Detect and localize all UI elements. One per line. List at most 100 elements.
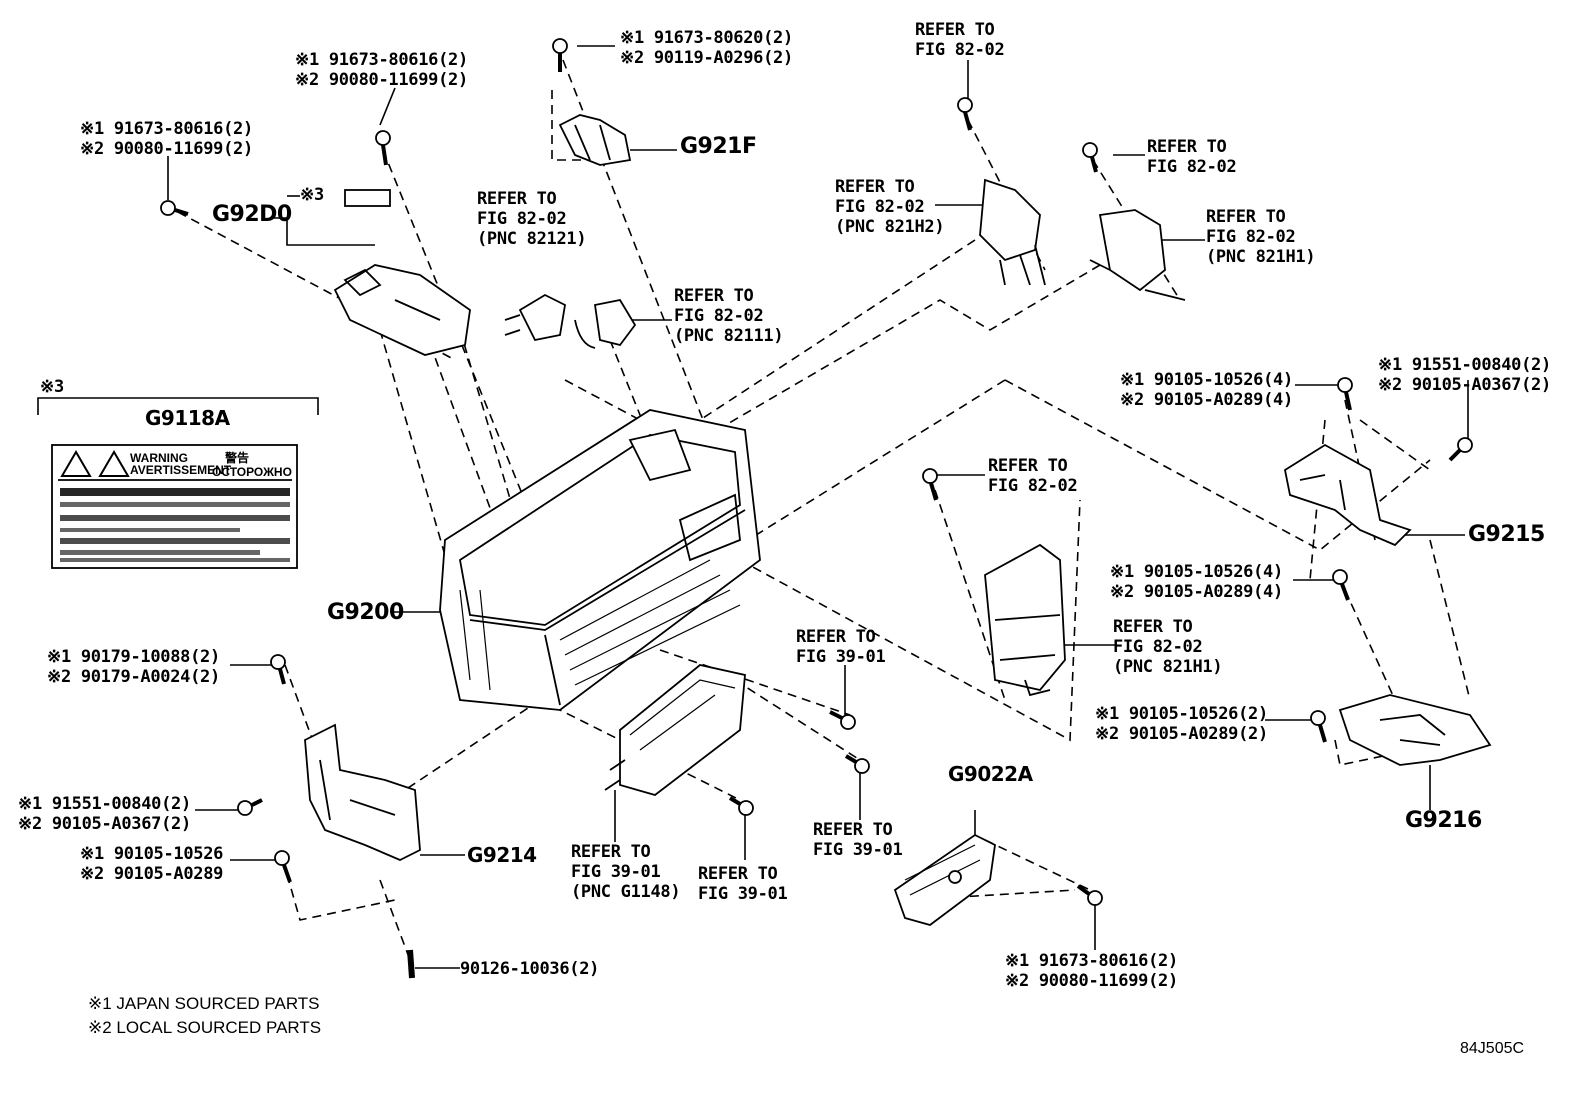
bracket-g9214: [304, 723, 421, 861]
bolt: [237, 798, 263, 816]
refer-line: REFER TO: [477, 189, 557, 209]
bolt: [1448, 437, 1473, 462]
label-box-marker: ※3: [40, 377, 64, 397]
dash-line: [739, 379, 1006, 546]
fastener-code-japan: ※1 91673-80620(2): [620, 28, 793, 48]
bolt: [957, 97, 973, 131]
fastener-top-center: ※1 91673-80620(2) ※2 90119-A0296(2): [620, 28, 793, 68]
dash-line: [1004, 379, 1431, 551]
part-g9215: G9215: [1468, 522, 1545, 547]
fastener-code-japan: ※1 91673-80616(2): [295, 50, 468, 70]
refer-line: REFER TO: [813, 820, 893, 840]
fastener-bottom-right: ※1 91673-80616(2) ※2 90080-11699(2): [1005, 951, 1178, 991]
legend: ※1 JAPAN SOURCED PARTS ※2 LOCAL SOURCED …: [88, 992, 321, 1040]
dash-line: [659, 649, 851, 716]
refer-line: FIG 82-02: [915, 40, 1005, 60]
part-g9214: G9214: [467, 843, 537, 867]
refer-fig39-c: REFER TO FIG 39-01: [698, 864, 788, 904]
dash-line: [284, 664, 321, 761]
refer-line: (PNC G1148): [571, 882, 681, 902]
connector-82121: [518, 293, 566, 342]
part-g921f: G921F: [680, 134, 757, 159]
fastener-top-left-b: ※1 91673-80616(2) ※2 90080-11699(2): [80, 119, 253, 159]
refer-right-top: REFER TO FIG 82-02: [1147, 137, 1237, 177]
warning-label-graphic: [51, 444, 298, 569]
refer-line: REFER TO: [988, 456, 1068, 476]
warning-fr: AVERTISSEMENT: [130, 463, 232, 477]
refer-mid-fig: REFER TO FIG 82-02: [988, 456, 1078, 496]
refer-line: REFER TO: [1147, 137, 1227, 157]
refer-line: FIG 39-01: [813, 840, 903, 860]
bolt: [375, 130, 391, 166]
refer-line: FIG 82-02: [835, 197, 925, 217]
bolt: [274, 850, 292, 883]
refer-line: FIG 82-02: [674, 306, 764, 326]
bolt: [270, 654, 286, 685]
refer-line: REFER TO: [1113, 617, 1193, 637]
fastener-code-japan: ※1 91551-00840(2): [18, 794, 191, 814]
refer-line: (PNC 82121): [477, 229, 587, 249]
dash-line: [551, 90, 625, 161]
fastener-right-upper-a: ※1 90105-10526(4) ※2 90105-A0289(4): [1120, 370, 1293, 410]
warning-jp: 警告: [225, 451, 250, 465]
label-pad: [344, 189, 391, 207]
fastener-code-local: ※2 90080-11699(2): [80, 139, 253, 159]
part-g9200: G9200: [327, 600, 404, 625]
fastener-code-local: ※2 90105-A0289(4): [1110, 582, 1283, 602]
refer-line: FIG 82-02: [1147, 157, 1237, 177]
unit-g9022a: [893, 833, 996, 926]
bolt: [922, 468, 938, 501]
dash-line: [379, 329, 456, 591]
fastener-code-local: ※2 90105-A0367(2): [1378, 375, 1551, 395]
refer-fig39-b: REFER TO FIG 39-01: [813, 820, 903, 860]
fastener-code-local: ※2 90179-A0024(2): [47, 667, 220, 687]
fastener-right-mid: ※1 90105-10526(4) ※2 90105-A0289(4): [1110, 562, 1283, 602]
bolt: [1082, 142, 1098, 173]
fastener-code-japan: ※1 91551-00840(2): [1378, 355, 1551, 375]
refer-line: (PNC 821H2): [835, 217, 945, 237]
refer-line: FIG 39-01: [698, 884, 788, 904]
fastener-code-local: ※2 90105-A0289: [80, 864, 224, 884]
diagram-code: 84J505C: [1460, 1040, 1525, 1057]
part-g9118a: G9118A: [145, 406, 230, 430]
fastener-code-japan: ※1 90105-10526(4): [1120, 370, 1293, 390]
fastener-code-japan: ※1 91673-80616(2): [1005, 951, 1178, 971]
fastener-right-upper-b: ※1 91551-00840(2) ※2 90105-A0367(2): [1378, 355, 1551, 395]
fastener-code-japan: ※1 91673-80616(2): [80, 119, 253, 139]
refer-pnc-821h1-mid: REFER TO FIG 82-02 (PNC 821H1): [1113, 617, 1223, 677]
fastener-code-local: ※2 90105-A0289(4): [1120, 390, 1293, 410]
refer-line: REFER TO: [571, 842, 651, 862]
refer-pnc-82121: REFER TO FIG 82-02 (PNC 82121): [477, 189, 587, 249]
dash-line: [609, 339, 651, 441]
bolt: [1337, 377, 1353, 411]
label-bracket: [37, 397, 319, 415]
bracket-g9216: [1338, 694, 1492, 766]
fastener-code-local: ※2 90080-11699(2): [295, 70, 468, 90]
refer-pnc-g1148: REFER TO FIG 39-01 (PNC G1148): [571, 842, 681, 902]
bolt: [160, 200, 189, 216]
refer-line: (PNC 821H1): [1206, 247, 1316, 267]
dash-line: [1359, 419, 1431, 471]
fastener-code-japan: ※1 90179-10088(2): [47, 647, 220, 667]
dash-line: [909, 889, 1076, 901]
dash-line: [739, 499, 1081, 742]
bolt: [1332, 569, 1350, 601]
connector-821h1: [1098, 209, 1166, 292]
refer-line: REFER TO: [698, 864, 778, 884]
stud-part-number: 90126-10036(2): [460, 959, 600, 979]
bolt: [829, 710, 856, 730]
bracket-g9215: [1283, 443, 1412, 547]
label-marker-3: ※3: [300, 185, 324, 205]
fastener-code-local: ※2 90080-11699(2): [1005, 971, 1178, 991]
legend-local: ※2 LOCAL SOURCED PARTS: [88, 1018, 322, 1037]
warning-ru: ОСТОРОЖНО: [212, 465, 292, 479]
dash-line: [389, 699, 541, 801]
refer-line: (PNC 82111): [674, 326, 784, 346]
fastener-left-b: ※1 91551-00840(2) ※2 90105-A0367(2): [18, 794, 191, 834]
fastener-code-japan: ※1 90105-10526: [80, 844, 224, 864]
refer-line: (PNC 821H1): [1113, 657, 1223, 677]
cover-g92d0: [333, 264, 471, 356]
dash-line: [699, 264, 1101, 441]
warning-en: WARNING: [130, 451, 188, 465]
dash-line: [1429, 539, 1471, 701]
